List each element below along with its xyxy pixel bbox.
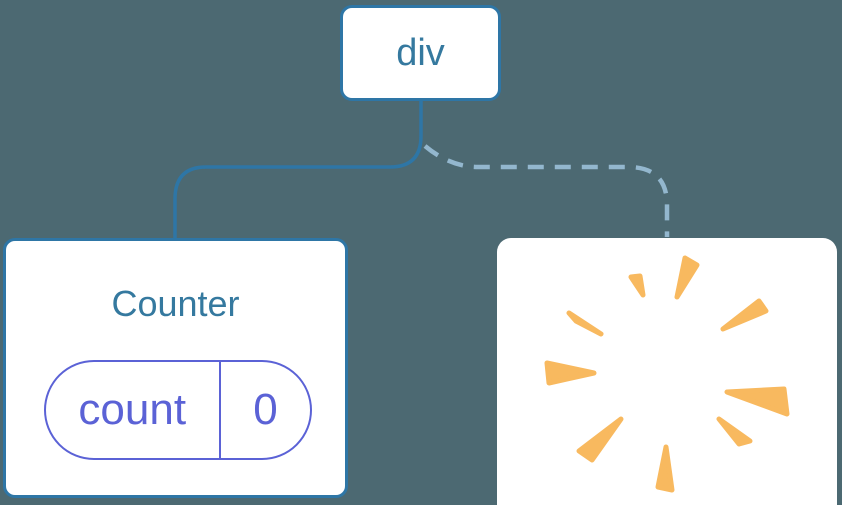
burst-ray: [674, 255, 700, 300]
burst-ray: [628, 273, 646, 298]
node-removed: [497, 238, 837, 505]
burst-rays: [544, 255, 790, 493]
node-div: div: [340, 5, 501, 101]
node-div-label: div: [396, 31, 445, 74]
burst-ray: [716, 416, 753, 447]
burst-ray: [720, 298, 769, 332]
state-value-label: 0: [253, 385, 278, 434]
node-counter: Counter count 0: [3, 238, 348, 498]
state-pill-divider: [218, 362, 221, 458]
burst-ray: [724, 386, 790, 417]
burst-ray: [655, 444, 675, 493]
burst-ray: [566, 310, 604, 337]
burst-ray: [544, 360, 597, 386]
state-pill: count 0: [44, 360, 312, 460]
edge-solid-to-counter: [173, 97, 423, 242]
edge-dashed-to-removed: [423, 144, 670, 237]
node-counter-title: Counter: [111, 283, 240, 324]
state-key-label: count: [78, 385, 187, 434]
burst-ray: [576, 416, 624, 463]
poof-burst-icon: [544, 255, 790, 493]
